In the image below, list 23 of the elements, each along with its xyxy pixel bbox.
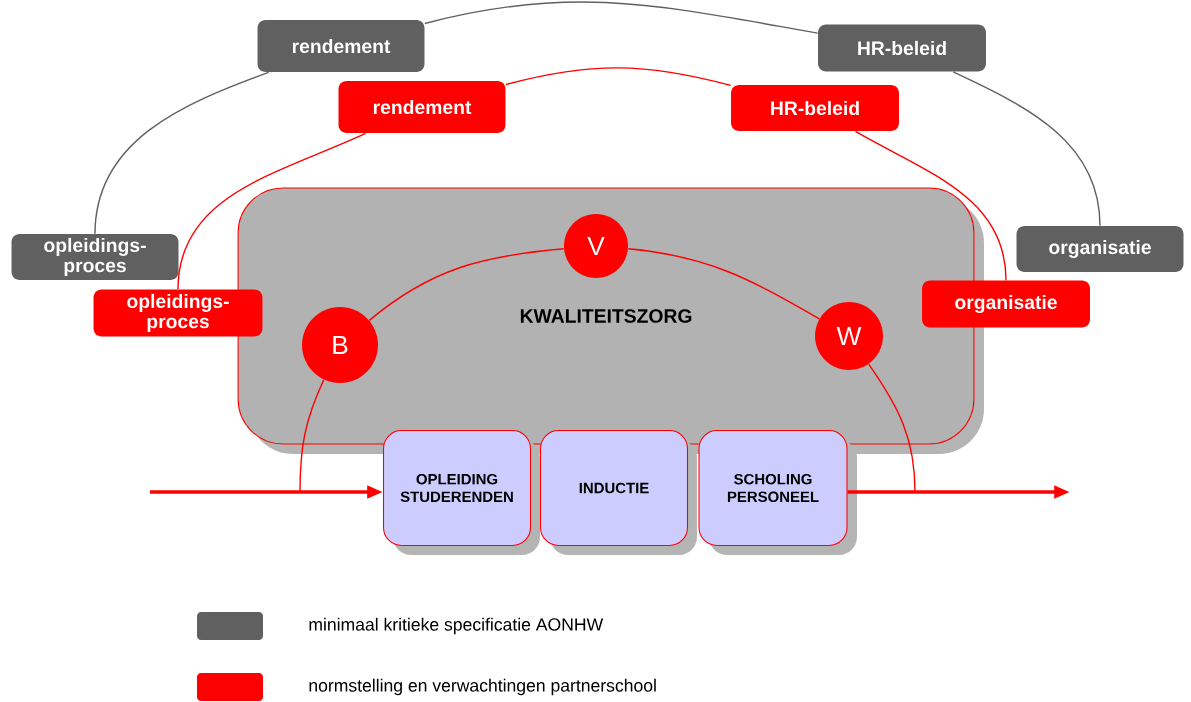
label-box: rendement — [257, 20, 425, 72]
connector-line — [952, 71, 1101, 227]
connector-line — [627, 248, 820, 320]
label-box: opleidings- proces — [93, 289, 263, 337]
connector-line — [299, 379, 325, 493]
label-box: organisatie — [922, 280, 1090, 328]
process-box: SCHOLING PERSONEEL — [698, 429, 857, 555]
process-box: INDUCTIE — [540, 429, 697, 555]
connector-line — [854, 130, 1007, 281]
label-box: organisatie — [1016, 226, 1184, 272]
label-box: HR-beleid — [731, 85, 899, 131]
legend-text: minimaal kritieke specificatie AONHW — [309, 617, 604, 635]
connector-line — [868, 363, 916, 493]
connector-line — [94, 71, 270, 235]
connector-line — [368, 248, 565, 322]
label-box: opleidings- proces — [11, 234, 179, 280]
label-box: rendement — [338, 81, 506, 133]
connector-line — [505, 67, 732, 87]
connector-line — [177, 132, 367, 290]
legend-text: normstelling en verwachtingen partnerschool — [309, 678, 656, 696]
label-box: HR-beleid — [818, 24, 986, 72]
process-box: OPLEIDING STUDERENDEN — [383, 429, 540, 555]
connector-line — [424, 1, 819, 34]
